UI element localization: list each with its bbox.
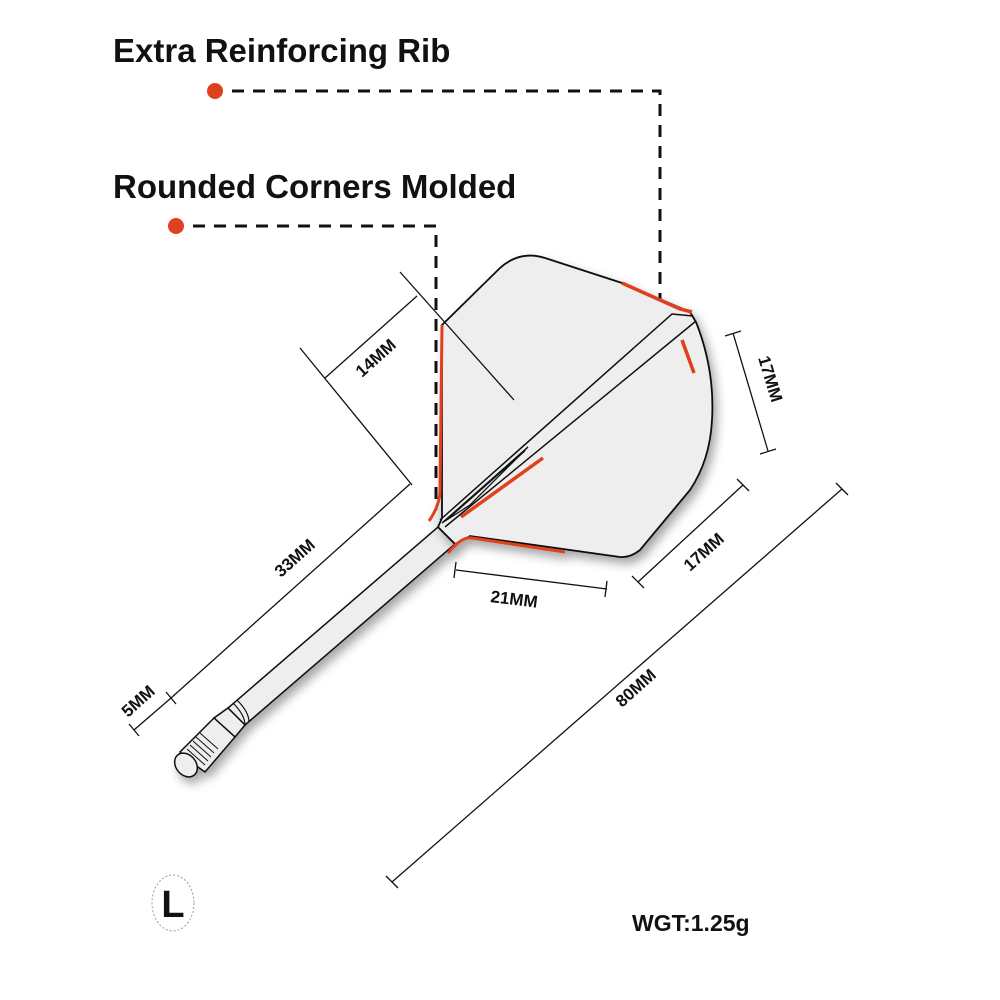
- dimension-thread-length: 5MM: [118, 682, 177, 737]
- callout-corners-dot: [168, 218, 184, 234]
- size-badge: L: [151, 874, 195, 932]
- size-badge-label: L: [161, 884, 184, 926]
- callout-rib-leader: [207, 83, 662, 320]
- dim-5mm-label: 5MM: [118, 682, 159, 721]
- dim-14mm-label: 14MM: [352, 335, 400, 381]
- dimension-flight-right-edge: 17MM: [724, 330, 786, 455]
- dim-17mm-right-label: 17MM: [754, 354, 786, 405]
- dim-80mm-label: 80MM: [612, 665, 660, 711]
- callout-corners-label: Rounded Corners Molded: [113, 168, 516, 205]
- dimension-flight-bottom-width: 21MM: [453, 561, 608, 612]
- callout-corners-leader: [168, 218, 438, 510]
- dim-21mm-label: 21MM: [490, 587, 539, 612]
- dart-shaft: [173, 525, 457, 778]
- dim-33mm-label: 33MM: [271, 535, 319, 581]
- callout-rib-label: Extra Reinforcing Rib: [113, 32, 450, 69]
- dart-flight: [427, 254, 714, 559]
- weight-label: WGT:1.25g: [632, 910, 750, 936]
- callout-rib-dot: [207, 83, 223, 99]
